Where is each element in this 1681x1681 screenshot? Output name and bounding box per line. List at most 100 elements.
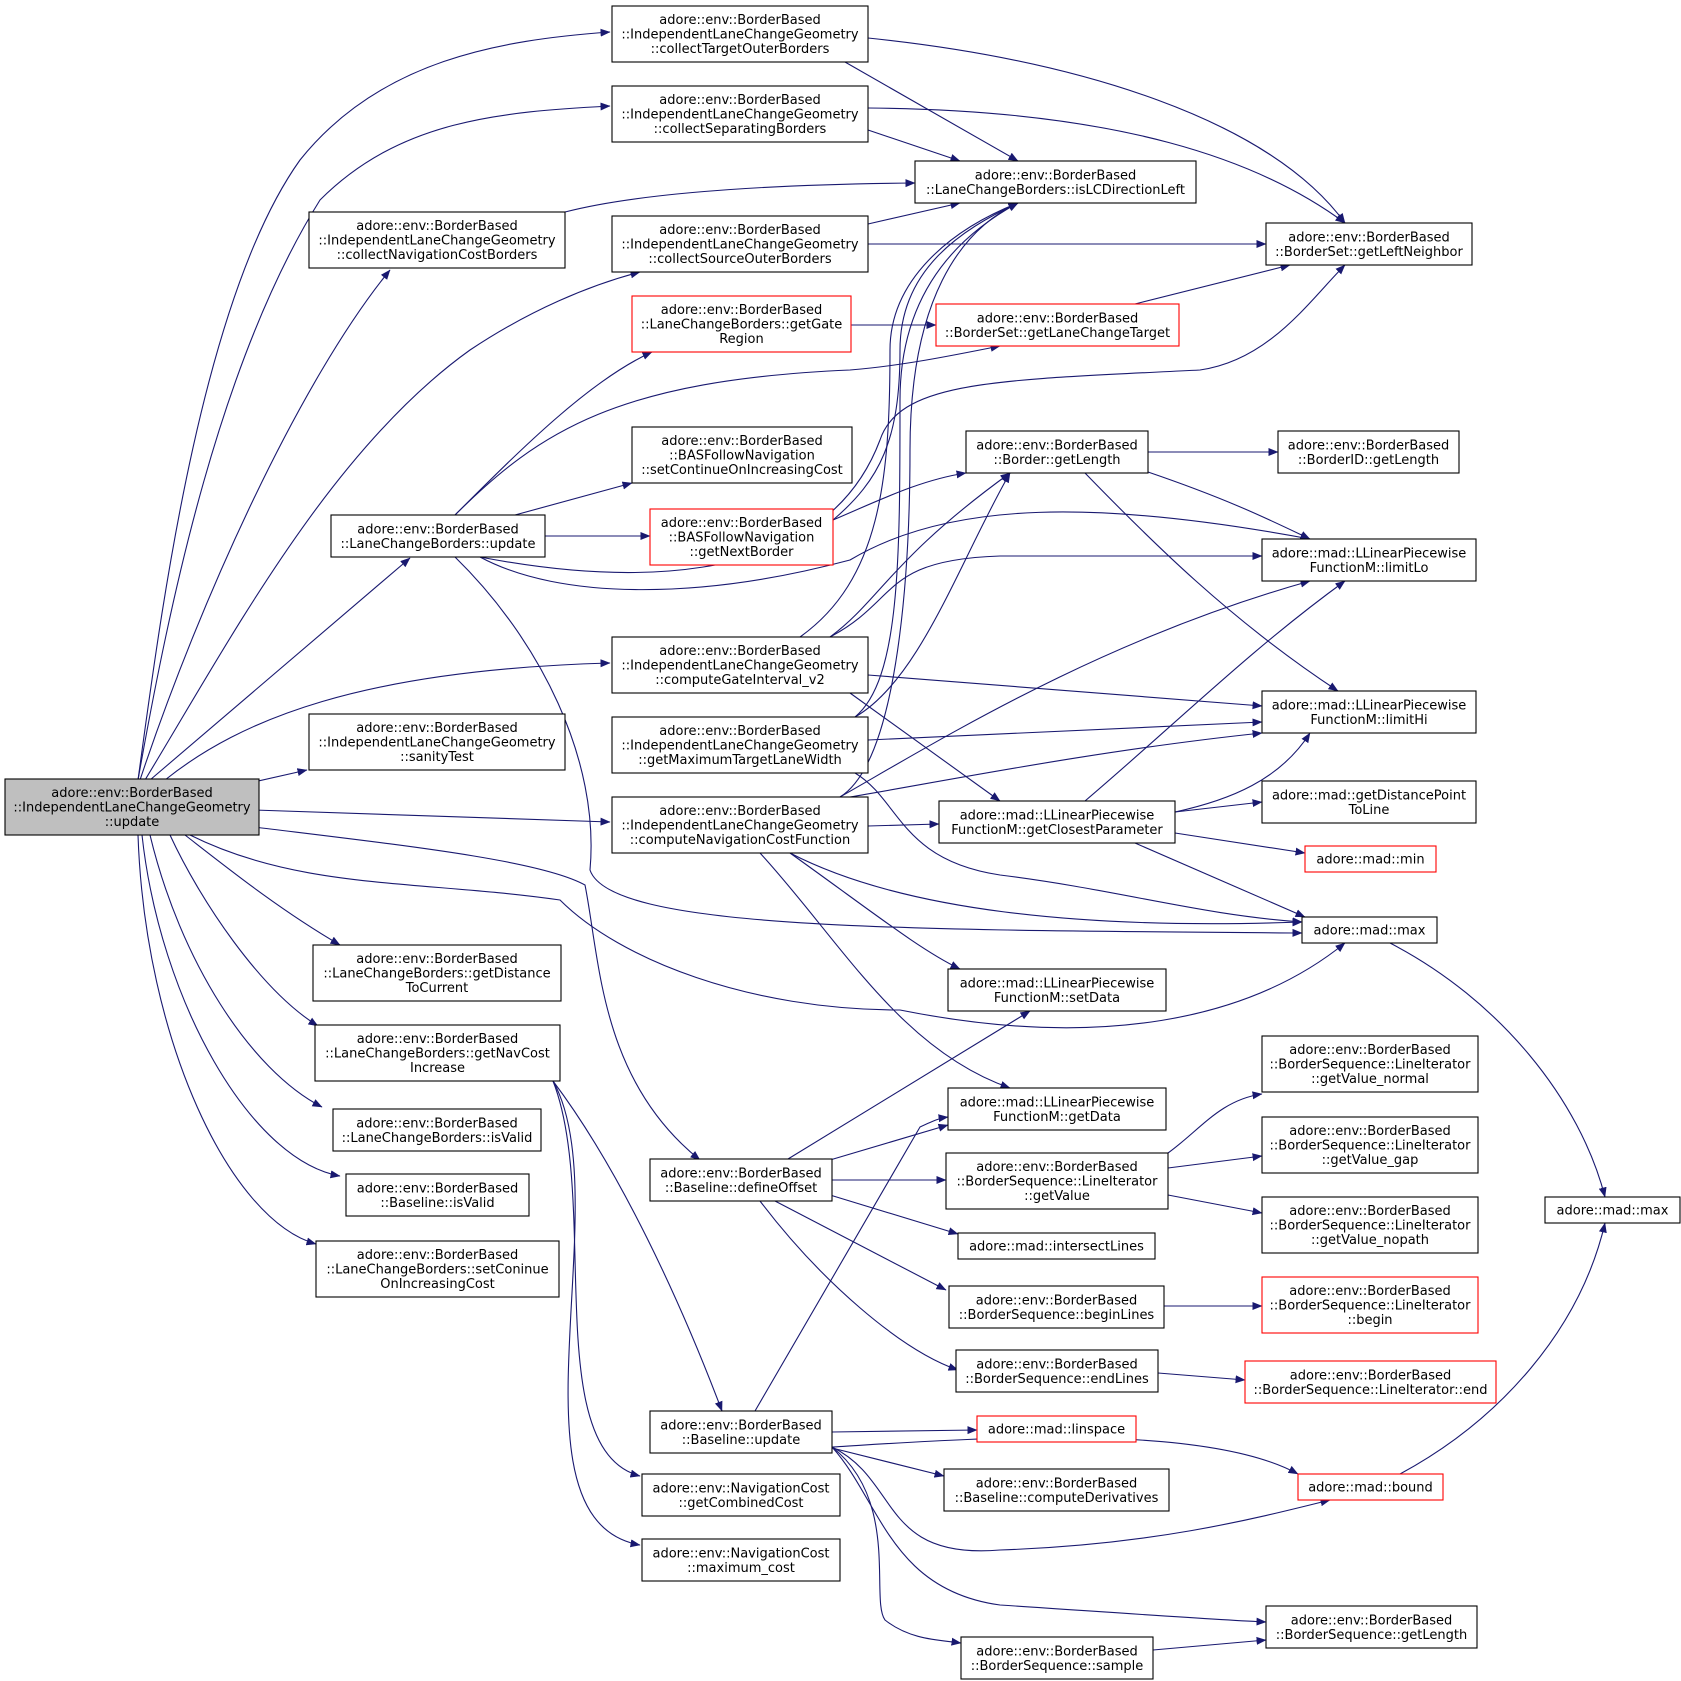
node-cNCF[interactable]: adore::env::BorderBased::IndependentLane… — [611, 796, 869, 854]
node-cTOB[interactable]: adore::env::BorderBased::IndependentLane… — [611, 5, 869, 63]
node-lLo[interactable]: adore::mad::LLinearPiecewiseFunctionM::l… — [1261, 538, 1477, 582]
node-bGL[interactable]: adore::env::BorderBased::Border::getLeng… — [965, 430, 1149, 474]
node-gGR[interactable]: adore::env::BorderBased::LaneChangeBorde… — [631, 295, 852, 353]
node-gNB[interactable]: adore::env::BorderBased::BASFollowNaviga… — [649, 508, 834, 566]
edge-root-to-gDTC — [184, 834, 341, 946]
edge-gMTLW-to-bGL — [854, 472, 1011, 718]
node-label-line: ::collectTargetOuterBorders — [651, 42, 830, 57]
node-box — [1304, 845, 1437, 873]
node-getD[interactable]: adore::mad::LLinearPiecewiseFunctionM::g… — [947, 1087, 1167, 1131]
node-box — [611, 5, 869, 63]
node-box — [641, 1473, 841, 1517]
edge-cGI-to-gCP — [849, 692, 1001, 802]
node-label-line: adore::mad::LLinearPiecewise — [960, 1095, 1155, 1110]
node-label-line: ::BorderSequence::getLength — [1276, 1628, 1467, 1643]
node-vNP[interactable]: adore::env::BorderBased::BorderSequence:… — [1261, 1196, 1479, 1254]
node-gV[interactable]: adore::env::BorderBased::BorderSequence:… — [945, 1152, 1169, 1210]
node-sCOIC[interactable]: adore::env::BorderBased::BASFollowNaviga… — [631, 426, 853, 484]
node-itB[interactable]: adore::env::BorderBased::BorderSequence:… — [1261, 1276, 1479, 1334]
node-bL[interactable]: adore::env::BorderBased::BorderSequence:… — [948, 1285, 1165, 1329]
edge-gNCI-to-gCC — [552, 1080, 641, 1478]
call-edges — [137, 28, 1607, 1651]
node-cSOB[interactable]: adore::env::BorderBased::IndependentLane… — [611, 215, 869, 273]
node-lcbV[interactable]: adore::env::BorderBased::LaneChangeBorde… — [332, 1108, 542, 1152]
node-label-line: adore::env::BorderBased — [976, 1476, 1137, 1491]
node-blV[interactable]: adore::env::BorderBased::Baseline::isVal… — [345, 1173, 530, 1217]
edge-dO-to-iL — [829, 1194, 959, 1236]
node-dO[interactable]: adore::env::BorderBased::Baseline::defin… — [649, 1158, 833, 1202]
node-bidGL[interactable]: adore::env::BorderBased::BorderID::getLe… — [1277, 430, 1460, 474]
node-gCP[interactable]: adore::mad::LLinearPiecewiseFunctionM::g… — [938, 800, 1176, 844]
node-label-line: adore::mad::LLinearPiecewise — [960, 976, 1155, 991]
node-label-line: ::getMaximumTargetLaneWidth — [638, 753, 842, 768]
edge-lcbU-to-lLo — [479, 511, 1311, 591]
node-setD[interactable]: adore::mad::LLinearPiecewiseFunctionM::s… — [947, 968, 1167, 1012]
node-max2[interactable]: adore::mad::max — [1544, 1196, 1681, 1224]
node-sCOI[interactable]: adore::env::BorderBased::LaneChangeBorde… — [315, 1240, 560, 1298]
node-label-line: ::Baseline::computeDerivatives — [955, 1491, 1159, 1506]
node-lin[interactable]: adore::mad::linspace — [976, 1415, 1137, 1443]
node-box — [938, 800, 1176, 844]
node-lcbU[interactable]: adore::env::BorderBased::LaneChangeBorde… — [330, 514, 546, 558]
node-gNCI[interactable]: adore::env::BorderBased::LaneChangeBorde… — [314, 1024, 561, 1082]
node-vG[interactable]: adore::env::BorderBased::BorderSequence:… — [1261, 1116, 1479, 1174]
node-bsGL[interactable]: adore::env::BorderBased::BorderSequence:… — [1265, 1605, 1478, 1649]
node-label-line: ::collectSourceOuterBorders — [648, 252, 831, 267]
node-label-line: ::maximum_cost — [687, 1561, 795, 1576]
node-vN[interactable]: adore::env::BorderBased::BorderSequence:… — [1261, 1035, 1479, 1093]
node-label-line: ::sanityTest — [400, 750, 474, 765]
node-label-line: adore::env::BorderBased — [976, 1357, 1137, 1372]
node-label-line: ::BorderSequence::LineIterator — [957, 1175, 1159, 1190]
node-cD[interactable]: adore::env::BorderBased::Baseline::compu… — [943, 1468, 1170, 1512]
node-box — [947, 1087, 1167, 1131]
edge-root-to-cNCB — [139, 269, 391, 781]
edge-lcbU-to-max1 — [454, 556, 1303, 937]
edge-dO-to-getD — [829, 1123, 949, 1161]
node-eL[interactable]: adore::env::BorderBased::BorderSequence:… — [955, 1349, 1159, 1393]
edge-root-to-lcbU — [149, 557, 411, 781]
edge-cNCF-to-gCP — [867, 820, 940, 829]
node-label-line: adore::env::BorderBased — [357, 1248, 518, 1263]
node-label-line: ::BorderSequence::LineIterator::end — [1254, 1383, 1488, 1398]
node-gCC[interactable]: adore::env::NavigationCost::getCombinedC… — [641, 1473, 841, 1517]
node-label-line: ::getValue — [1024, 1189, 1090, 1204]
node-blU[interactable]: adore::env::BorderBased::Baseline::updat… — [649, 1410, 833, 1454]
edge-cNCB-to-isLC — [564, 179, 916, 213]
edge-lcbU-to-gGR — [454, 351, 653, 516]
node-box — [1261, 538, 1477, 582]
node-bnd[interactable]: adore::mad::bound — [1297, 1473, 1444, 1501]
node-smp[interactable]: adore::env::BorderBased::BorderSequence:… — [960, 1636, 1154, 1680]
node-isLC[interactable]: adore::env::BorderBased::LaneChangeBorde… — [914, 160, 1197, 204]
node-gDTC[interactable]: adore::env::BorderBased::LaneChangeBorde… — [312, 944, 562, 1002]
node-gMTLW[interactable]: adore::env::BorderBased::IndependentLane… — [611, 716, 869, 774]
node-label-line: ::getValue_normal — [1311, 1072, 1429, 1087]
node-label-line: ::collectSeparatingBorders — [654, 122, 827, 137]
node-label-line: adore::mad::bound — [1308, 1481, 1433, 1496]
node-gLCT[interactable]: adore::env::BorderBased::BorderSet::getL… — [935, 303, 1180, 347]
node-cSB[interactable]: adore::env::BorderBased::IndependentLane… — [611, 85, 869, 143]
node-label-line: ToCurrent — [405, 981, 469, 996]
node-lHi[interactable]: adore::mad::LLinearPiecewiseFunctionM::l… — [1261, 690, 1477, 734]
node-box — [345, 1173, 530, 1217]
edge-lcbU-to-gLCT — [454, 343, 1001, 516]
node-itE[interactable]: adore::env::BorderBased::BorderSequence:… — [1244, 1360, 1497, 1404]
edge-gV-to-vNP — [1167, 1194, 1263, 1216]
node-cGI[interactable]: adore::env::BorderBased::IndependentLane… — [611, 636, 869, 694]
node-label-line: ::LaneChangeBorders::setConinue — [326, 1263, 548, 1278]
node-mC[interactable]: adore::env::NavigationCost::maximum_cost — [641, 1538, 841, 1582]
node-gLN[interactable]: adore::env::BorderBased::BorderSet::getL… — [1265, 222, 1473, 266]
node-box — [943, 1468, 1170, 1512]
node-root[interactable]: adore::env::BorderBased::IndependentLane… — [4, 778, 260, 836]
node-iL[interactable]: adore::mad::intersectLines — [957, 1232, 1156, 1260]
node-box — [315, 1240, 560, 1298]
node-label-line: ::BorderSet::getLaneChangeTarget — [945, 326, 1170, 341]
node-max1[interactable]: adore::mad::max — [1301, 916, 1438, 944]
node-sT[interactable]: adore::env::BorderBased::IndependentLane… — [308, 713, 566, 771]
node-label-line: ::IndependentLaneChangeGeometry — [621, 238, 859, 253]
node-cNCB[interactable]: adore::env::BorderBased::IndependentLane… — [308, 211, 566, 269]
node-label-line: adore::env::BorderBased — [659, 13, 820, 28]
node-label-line: ::Baseline::update — [682, 1433, 800, 1448]
node-min[interactable]: adore::mad::min — [1304, 845, 1437, 873]
node-label-line: adore::env::BorderBased — [975, 168, 1136, 183]
